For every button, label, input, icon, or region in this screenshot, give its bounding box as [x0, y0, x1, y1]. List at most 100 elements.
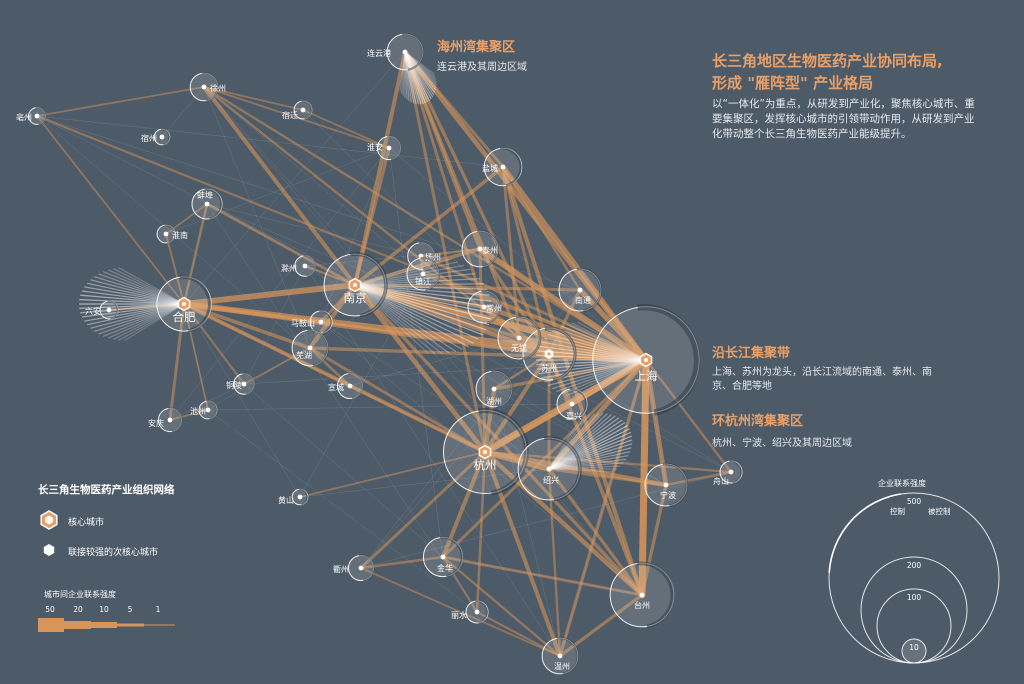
thin-link [183, 303, 301, 498]
city-label-tongling: 铜陵 [226, 380, 242, 390]
halo-ray [354, 284, 492, 314]
link-shanghai-zhoushan [644, 358, 733, 474]
halo-ray [556, 359, 647, 393]
controlled-arc [576, 267, 603, 313]
city-label-shaoxing: 绍兴 [543, 475, 559, 485]
thin-link [207, 273, 424, 411]
city-label-huangshan: 黄山 [278, 495, 294, 505]
halo-ray [404, 51, 432, 100]
thin-link [484, 359, 647, 453]
halo-ray [404, 51, 437, 80]
city-dot [302, 263, 308, 269]
halo-ray [84, 303, 185, 322]
link-yancheng-taizhou_zj [500, 164, 645, 598]
halo-ray [404, 51, 417, 105]
legend-link-tick: 50 [45, 605, 55, 614]
city-label-jiaxing: 嘉兴 [566, 411, 582, 421]
link-lianyungang-yancheng [403, 50, 505, 169]
halo-ray [561, 325, 647, 361]
city-label-yangzhou: 扬州 [425, 252, 441, 262]
figure-title-line2: 形成 "雁阵型" 产业格局 [712, 74, 874, 92]
city-xuancheng: 宣城 [328, 372, 364, 400]
city-anqing: 安庆 [148, 407, 183, 433]
halo-ray [548, 439, 633, 470]
city-label-anqing: 安庆 [148, 418, 164, 428]
city-yangzhou: 扬州 [407, 241, 441, 270]
halo-ray [354, 268, 471, 286]
city-dot [491, 386, 497, 392]
legend-link-tick: 20 [73, 605, 83, 614]
sub-dot [547, 352, 551, 356]
controlled-arc [544, 326, 577, 382]
thin-link [183, 203, 208, 305]
halo-ray [102, 303, 185, 338]
controlled-arc [179, 275, 212, 333]
halo-ray [548, 454, 629, 470]
controlled-arc [481, 289, 502, 324]
thin-link [183, 303, 209, 411]
city-bozhou: 亳州 [16, 106, 47, 126]
halo-ray [571, 359, 647, 398]
thin-link [388, 147, 647, 361]
link-nanjing-bengbu [205, 202, 357, 287]
link-nanjing-wuhu [307, 282, 358, 351]
link-wenzhou-jinhua [441, 555, 562, 658]
thin-link [304, 265, 550, 355]
thin-link [349, 337, 520, 387]
link-hefei-huainan [164, 232, 186, 306]
controlled-arc [475, 600, 488, 624]
halo-ray [354, 284, 469, 348]
halo-ray [354, 284, 490, 326]
legend-link-bar [38, 618, 64, 632]
controlled-arc [515, 315, 542, 361]
halo-ray [354, 261, 459, 286]
halo-ray [354, 284, 429, 354]
halo-ray [354, 264, 465, 286]
city-label-taizhou_zj: 台州 [634, 600, 650, 610]
halo-ray [544, 337, 647, 361]
link-hangzhou-taizhou_js [478, 247, 487, 454]
halo-ray [399, 51, 406, 91]
city-label-wuxi: 无锡 [511, 344, 527, 353]
thin-link [161, 86, 205, 138]
controlled-arc [160, 128, 171, 146]
thin-link [206, 203, 422, 257]
city-label-chuzhou: 滁州 [281, 263, 297, 273]
legend-link-bar [144, 624, 175, 626]
halo-ray [537, 350, 647, 361]
halo-ray [548, 443, 633, 470]
city-label-wuhu: 芜湖 [296, 350, 312, 360]
link-quzhou-wenzhou [360, 567, 561, 657]
halo-ray [539, 359, 647, 375]
halo-ray [551, 359, 647, 390]
region-hangzhouwan-desc: 杭州、宁波、绍兴及其周边区域 [712, 438, 852, 449]
figure-title: 长三角地区生物医药产业协同布局, 形成 "雁阵型" 产业格局 [712, 50, 943, 94]
halo-ray [404, 51, 420, 105]
halo-ray [547, 359, 647, 387]
halo-ray [548, 413, 595, 470]
city-xuzhou: 徐州 [189, 72, 226, 102]
halo-ray [404, 51, 424, 105]
legend-control-label: 控制 [890, 506, 905, 516]
halo-ray [354, 284, 492, 302]
halo-ray [404, 51, 437, 89]
controlled-arc [569, 388, 588, 420]
region-yanjiang-desc: 上海、苏州为龙头，沿长江流域的南通、泰州、南京、合肥等地 [712, 367, 932, 392]
halo-ray [577, 321, 647, 361]
city-label-bengbu: 蚌埠 [197, 190, 213, 200]
halo-ray [556, 327, 647, 361]
link-ningbo-shaoxing [547, 467, 668, 487]
controlled-arc [347, 372, 364, 400]
halo-ray [400, 51, 406, 94]
halo-ray [354, 284, 450, 354]
city-label-taizhou_js: 泰州 [482, 245, 498, 255]
controlled-arc [349, 252, 388, 318]
controlled-arc [439, 536, 464, 578]
city-label-changzhou: 常州 [486, 304, 502, 313]
city-taizhou_zj: 台州 [609, 561, 675, 629]
city-lianyungang: 连云港 [367, 33, 424, 71]
city-label-lianyungang: 连云港 [367, 48, 391, 58]
legend-strength-ring [828, 492, 1000, 664]
city-label-nanjing: 南京 [344, 291, 367, 305]
